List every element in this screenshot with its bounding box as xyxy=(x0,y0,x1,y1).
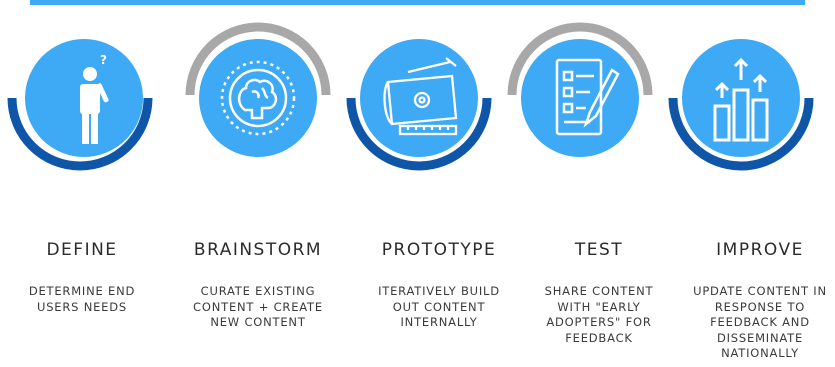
step-title-prototype: PROTOTYPE xyxy=(381,240,497,260)
connector-arc-blue-2 xyxy=(346,97,492,171)
top-bar xyxy=(30,0,805,5)
svg-text:?: ? xyxy=(100,53,107,67)
step-circle-improve xyxy=(682,39,800,157)
connector-arc-blue-3 xyxy=(668,97,814,171)
connector-arc-gray-1 xyxy=(185,22,331,96)
step-title-brainstorm: BRAINSTORM xyxy=(193,240,323,260)
process-diagram: ? xyxy=(7,0,814,171)
checklist-pencil-icon xyxy=(555,58,620,136)
step-circle-test xyxy=(521,39,639,157)
blueprint-icon xyxy=(383,57,458,136)
brain-gear-icon xyxy=(220,60,296,136)
connector-arc-blue-1 xyxy=(7,97,153,171)
step-title-define: DEFINE xyxy=(46,240,118,260)
growth-chart-icon xyxy=(713,57,769,142)
step-title-test: TEST xyxy=(574,240,624,260)
step-title-improve: IMPROVE xyxy=(716,240,804,260)
connector-arc-gray-2 xyxy=(507,22,653,96)
person-thinking-icon: ? xyxy=(80,53,109,144)
